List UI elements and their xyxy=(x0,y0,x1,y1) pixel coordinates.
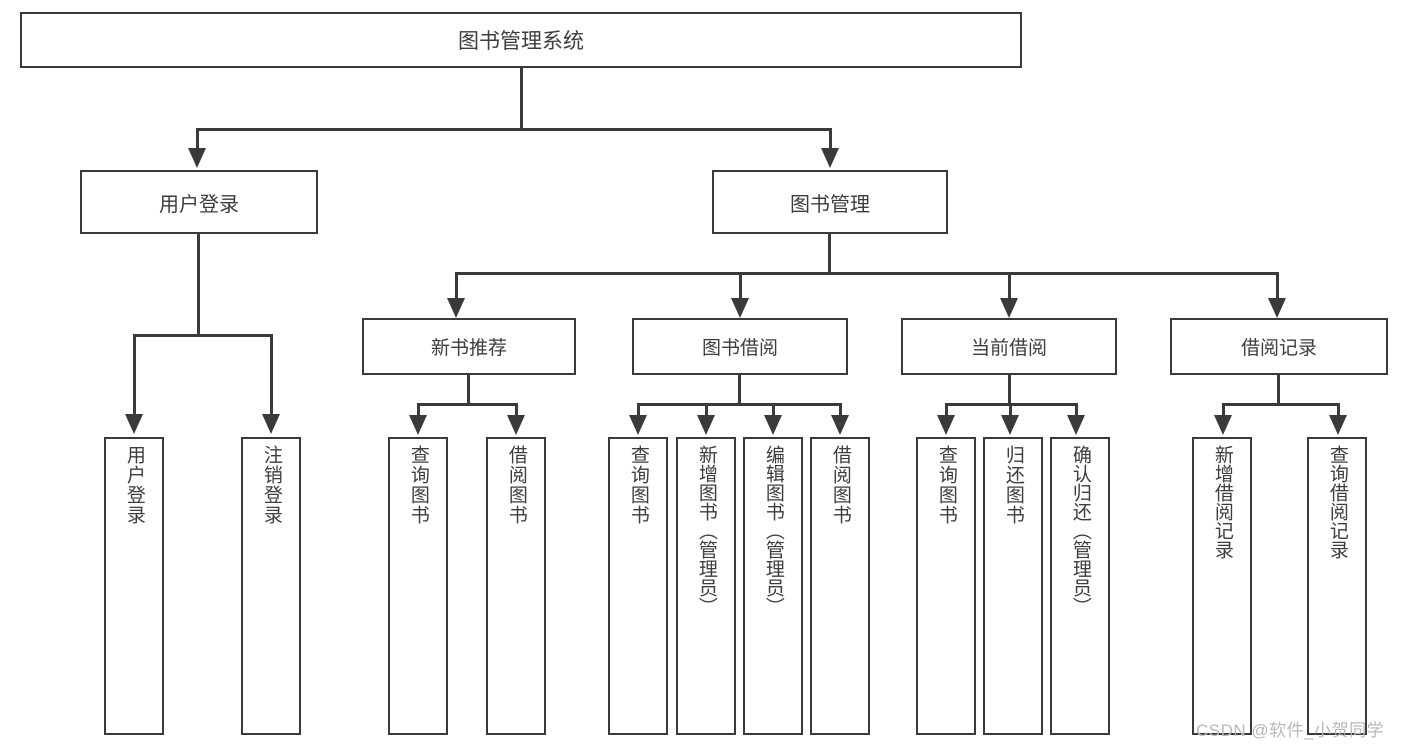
arrowhead-to-new-book-recommend xyxy=(447,298,465,318)
csdn-watermark: CSDN @软件_小贺同学 xyxy=(1196,721,1385,740)
node-label: 用户登录 xyxy=(159,193,239,216)
node-label: 查询图书 xyxy=(407,445,429,525)
leaf-query-book-1[interactable]: 查询图书 xyxy=(388,437,448,735)
node-root-book-management-system[interactable]: 图书管理系统 xyxy=(20,12,1022,68)
arrowhead-to-leaf-confirm-return xyxy=(1067,415,1085,435)
connector-book-borrow-stem xyxy=(738,375,741,405)
connector-cb-to-leaf-3 xyxy=(1075,403,1078,417)
connector-bm-to-current-borrow xyxy=(1008,272,1011,300)
node-label: 借阅图书 xyxy=(505,445,527,525)
leaf-edit-book[interactable]: 编辑图书（管理员） xyxy=(743,437,803,735)
node-label: 查询借阅记录 xyxy=(1326,445,1348,559)
connector-root-bus xyxy=(196,128,832,131)
leaf-user-login[interactable]: 用户登录 xyxy=(104,437,164,735)
connector-book-borrow-bus xyxy=(637,403,841,406)
leaf-confirm-return[interactable]: 确认归还（管理员） xyxy=(1050,437,1110,735)
connector-bb-to-leaf-3 xyxy=(772,403,775,417)
leaf-logout[interactable]: 注销登录 xyxy=(241,437,301,735)
node-label: 借阅图书 xyxy=(829,445,851,525)
node-borrow-record[interactable]: 借阅记录 xyxy=(1170,318,1388,375)
connector-cb-to-leaf-2 xyxy=(1009,403,1012,417)
connector-bm-to-book-borrow xyxy=(739,272,742,300)
arrowhead-to-leaf-add-record xyxy=(1214,415,1232,435)
node-label: 查询图书 xyxy=(935,445,957,525)
connector-book-management-stem xyxy=(828,234,831,274)
leaf-return-book[interactable]: 归还图书 xyxy=(983,437,1043,735)
node-book-management[interactable]: 图书管理 xyxy=(712,170,948,234)
node-label: 查询图书 xyxy=(627,445,649,525)
connector-root-to-user-login xyxy=(196,128,199,150)
leaf-query-record[interactable]: 查询借阅记录 xyxy=(1307,437,1367,735)
arrowhead-to-user-login xyxy=(188,148,206,168)
arrowhead-to-leaf-logout xyxy=(262,414,280,434)
arrowhead-to-leaf-edit-book xyxy=(764,415,782,435)
connector-borrow-record-stem xyxy=(1277,375,1280,405)
arrowhead-to-borrow-record xyxy=(1268,298,1286,318)
node-new-book-recommend[interactable]: 新书推荐 xyxy=(362,318,576,375)
arrowhead-to-book-management xyxy=(821,148,839,168)
connector-br-to-leaf-2 xyxy=(1337,403,1340,417)
leaf-query-book-3[interactable]: 查询图书 xyxy=(916,437,976,735)
connector-bb-to-leaf-4 xyxy=(839,403,842,417)
arrowhead-to-leaf-add-book xyxy=(697,415,715,435)
node-label: 归还图书 xyxy=(1002,445,1024,525)
node-label: 图书借阅 xyxy=(701,338,778,359)
connector-root-to-book-management xyxy=(829,128,832,150)
node-user-login[interactable]: 用户登录 xyxy=(80,170,318,234)
connector-new-book-to-leaf-1 xyxy=(417,403,420,417)
leaf-borrow-book-2[interactable]: 借阅图书 xyxy=(810,437,870,735)
node-current-borrow[interactable]: 当前借阅 xyxy=(901,318,1117,375)
arrowhead-to-leaf-return-book xyxy=(1001,415,1019,435)
leaf-add-book[interactable]: 新增图书（管理员） xyxy=(676,437,736,735)
leaf-borrow-book-1[interactable]: 借阅图书 xyxy=(486,437,546,735)
connector-bm-to-borrow-record xyxy=(1276,272,1279,300)
connector-new-book-stem xyxy=(467,375,470,405)
arrowhead-to-leaf-query-book-2 xyxy=(629,415,647,435)
connector-br-to-leaf-1 xyxy=(1222,403,1225,417)
leaf-query-book-2[interactable]: 查询图书 xyxy=(608,437,668,735)
connector-user-login-stem xyxy=(197,234,200,336)
node-label: 确认归还（管理员） xyxy=(1069,445,1091,616)
connector-bb-to-leaf-1 xyxy=(637,403,640,417)
node-label: 新增借阅记录 xyxy=(1211,445,1233,559)
connector-root-stem xyxy=(520,68,523,130)
node-label: 图书管理系统 xyxy=(458,30,584,53)
arrowhead-to-leaf-query-book-3 xyxy=(937,415,955,435)
node-label: 注销登录 xyxy=(260,445,282,525)
arrowhead-to-current-borrow xyxy=(1000,298,1018,318)
node-book-borrow[interactable]: 图书借阅 xyxy=(632,318,848,375)
arrowhead-to-leaf-borrow-book-1 xyxy=(507,415,525,435)
connector-new-book-to-leaf-2 xyxy=(515,403,518,417)
arrowhead-to-leaf-user-login xyxy=(125,414,143,434)
arrowhead-to-leaf-borrow-book-2 xyxy=(831,415,849,435)
arrowhead-to-leaf-query-record xyxy=(1329,415,1347,435)
connector-book-management-bus xyxy=(455,272,1279,275)
node-label: 编辑图书（管理员） xyxy=(762,445,784,616)
connector-current-borrow-stem xyxy=(1008,375,1011,405)
connector-borrow-record-bus xyxy=(1222,403,1339,406)
node-label: 新增图书（管理员） xyxy=(695,445,717,616)
connector-bm-to-new-book xyxy=(455,272,458,300)
node-label: 当前借阅 xyxy=(970,338,1047,359)
connector-user-login-bus xyxy=(133,334,272,337)
node-label: 借阅记录 xyxy=(1240,338,1317,359)
connector-bb-to-leaf-2 xyxy=(705,403,708,417)
connector-user-login-to-leaf-1 xyxy=(133,334,136,416)
connector-cb-to-leaf-1 xyxy=(945,403,948,417)
connector-new-book-bus xyxy=(417,403,517,406)
leaf-add-record[interactable]: 新增借阅记录 xyxy=(1192,437,1252,735)
node-label: 用户登录 xyxy=(123,445,145,525)
node-label: 新书推荐 xyxy=(430,338,507,359)
node-label: 图书管理 xyxy=(790,193,870,216)
arrowhead-to-book-borrow xyxy=(731,298,749,318)
arrowhead-to-leaf-query-book-1 xyxy=(409,415,427,435)
connector-user-login-to-leaf-2 xyxy=(270,334,273,416)
